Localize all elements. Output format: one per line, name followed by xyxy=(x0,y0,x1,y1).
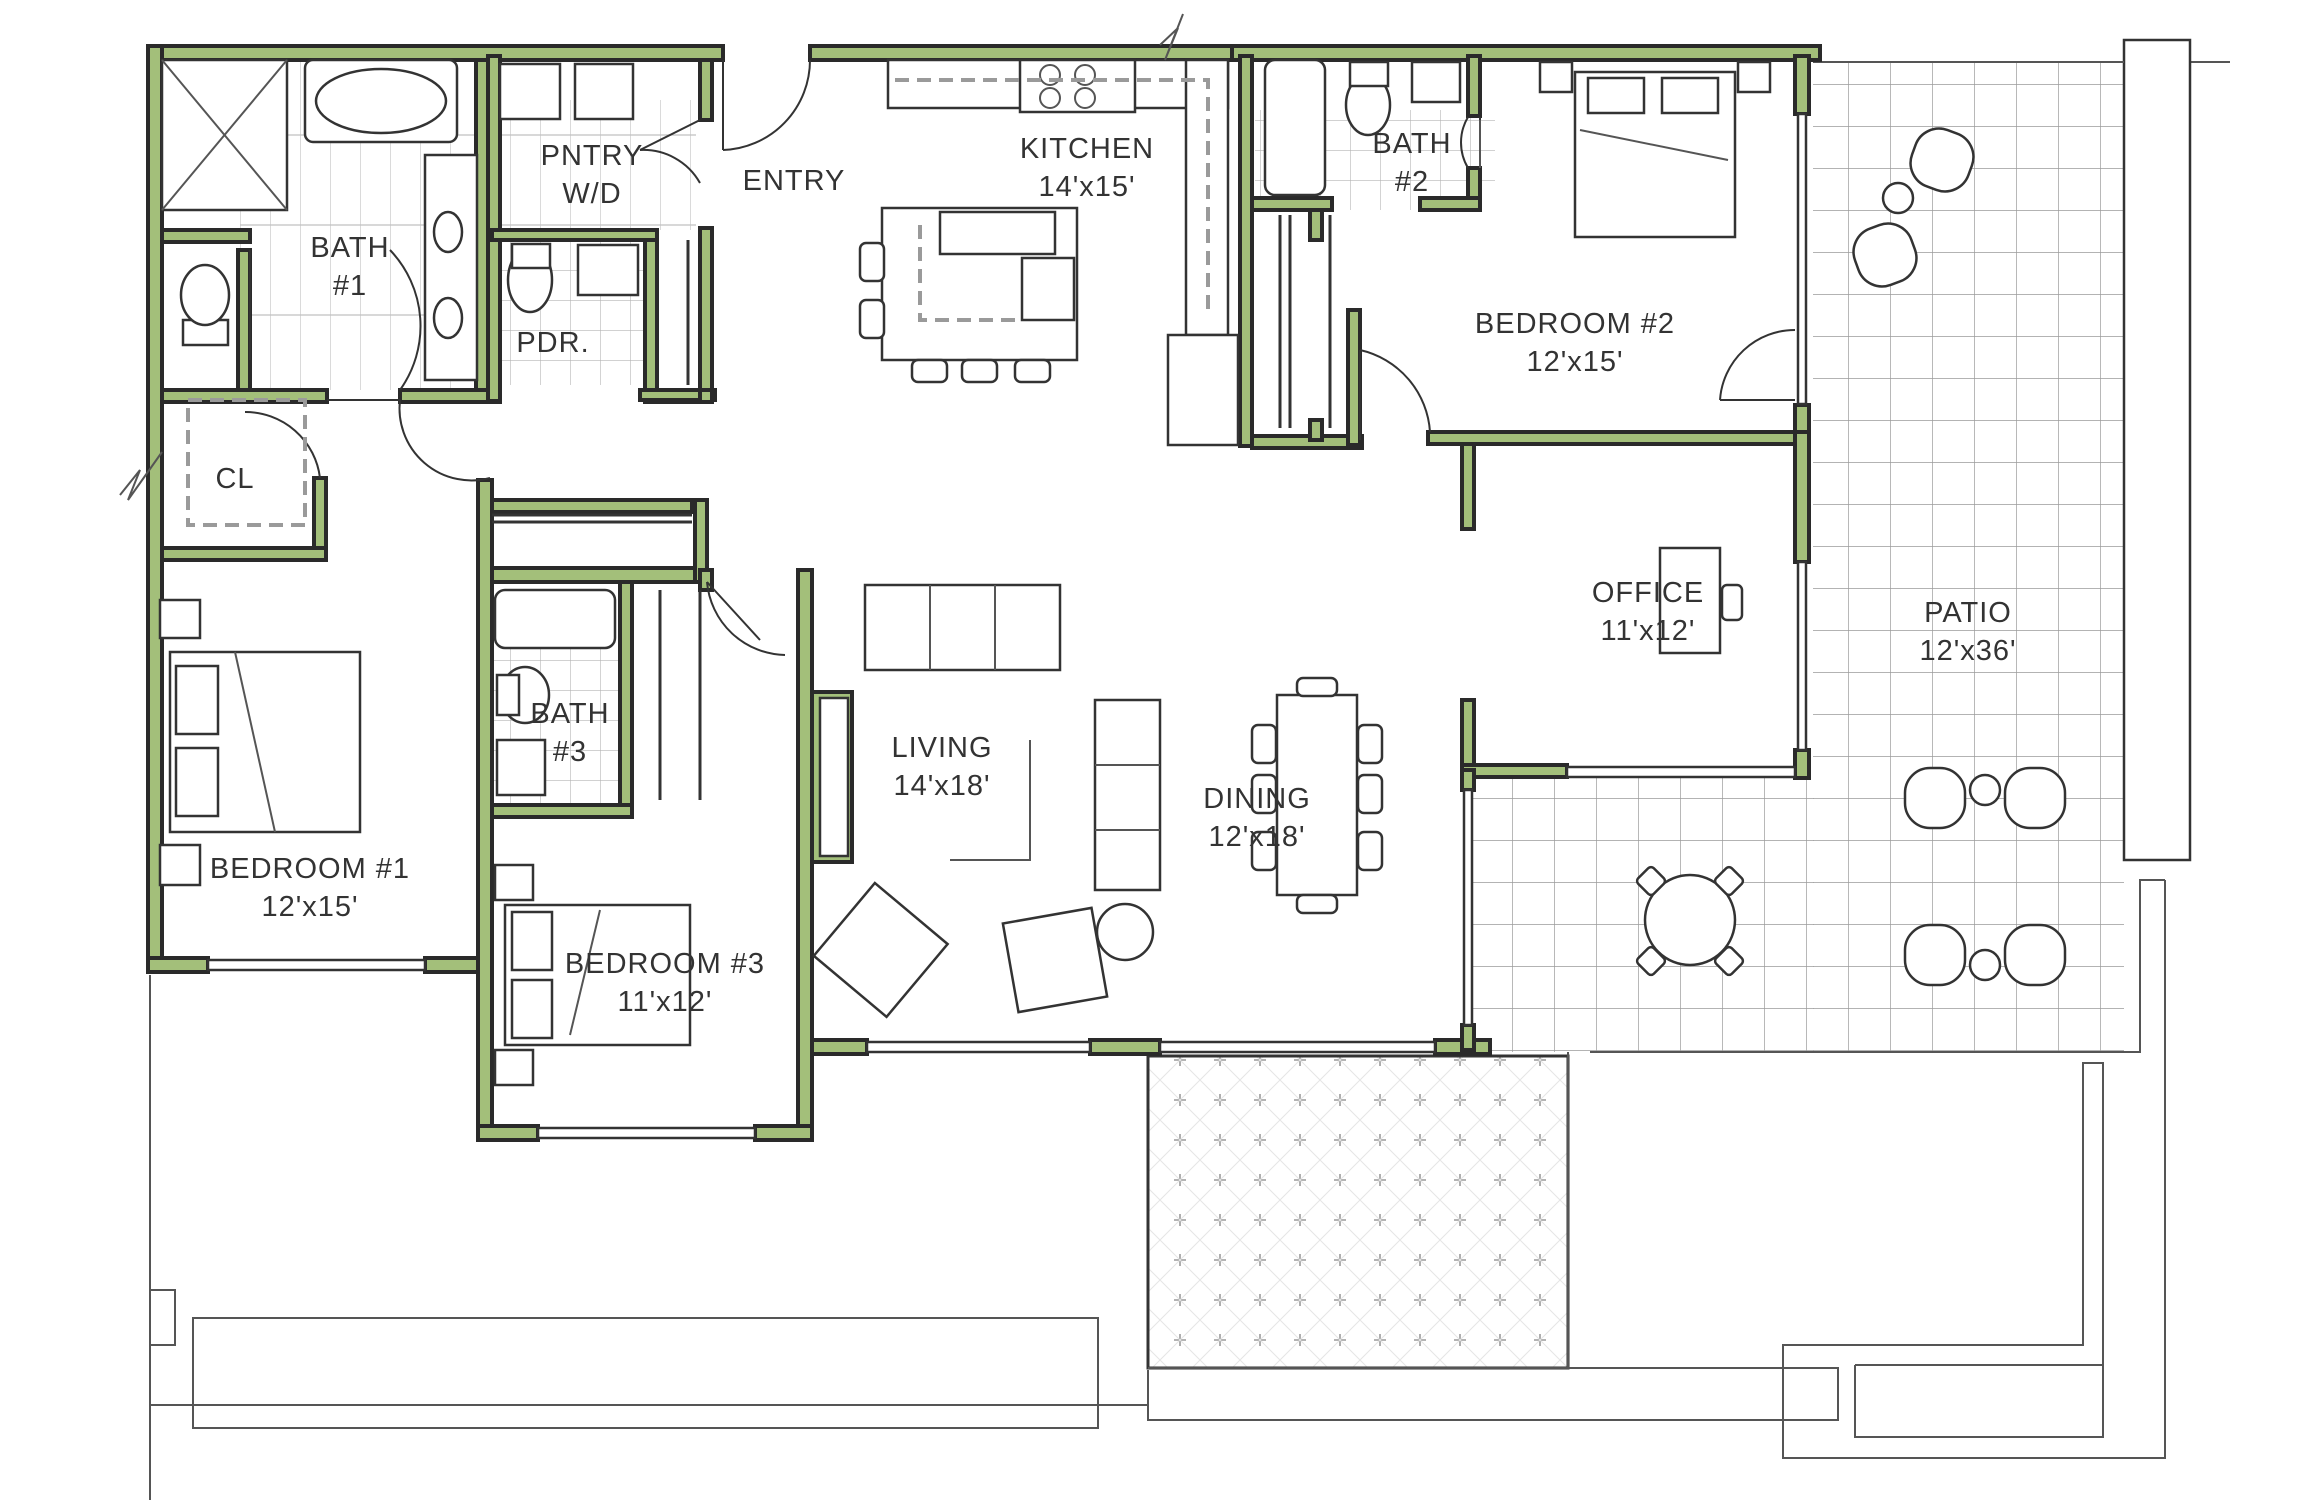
living-label: LIVING xyxy=(891,732,992,764)
bath1-label: BATH xyxy=(310,232,389,264)
bath3-number: #3 xyxy=(553,736,587,768)
paver-courtyard xyxy=(1146,1054,1570,1370)
entry-label: ENTRY xyxy=(743,165,846,197)
closet-label: CL xyxy=(215,463,254,495)
fixtures xyxy=(158,58,2067,1087)
powder-label: PDR. xyxy=(516,327,589,359)
room-labels: ENTRY KITCHEN 14'x15' PNTRY W/D BATH #1 … xyxy=(210,128,2016,1018)
pantry-label: PNTRY xyxy=(541,140,644,172)
kitchen-label: KITCHEN xyxy=(1020,133,1154,165)
office-label: OFFICE xyxy=(1592,577,1704,609)
desk xyxy=(1658,546,1722,655)
sofa xyxy=(863,583,1062,672)
kitchen-size: 14'x15' xyxy=(1038,171,1135,203)
patio-size: 12'x36' xyxy=(1919,635,2016,667)
loveseat xyxy=(1093,698,1162,892)
windows xyxy=(206,112,1808,1140)
patio-tile-floor xyxy=(1813,62,2124,1052)
bedroom3-label: BEDROOM #3 xyxy=(565,948,765,980)
pantry-size: W/D xyxy=(562,178,621,210)
site-lines xyxy=(149,38,2230,1500)
living-size: 14'x18' xyxy=(893,770,990,802)
bath1-number: #1 xyxy=(333,270,367,302)
bedroom2-size: 12'x15' xyxy=(1526,346,1623,378)
bedroom1-size: 12'x15' xyxy=(261,891,358,923)
dining-label: DINING xyxy=(1203,783,1311,815)
bath2-number: #2 xyxy=(1395,166,1429,198)
patio-tile-floor-lower xyxy=(1472,770,1814,1052)
dining-size: 12'x18' xyxy=(1208,821,1305,853)
office-size: 11'x12' xyxy=(1601,615,1696,647)
patio-label: PATIO xyxy=(1924,597,2012,629)
break-lines xyxy=(119,13,1184,501)
pantry-floor xyxy=(496,100,696,230)
bedroom1-label: BEDROOM #1 xyxy=(210,853,410,885)
bedroom3-size: 11'x12' xyxy=(618,986,713,1018)
bath2-label: BATH xyxy=(1372,128,1451,160)
bath3-label: BATH xyxy=(530,698,609,730)
bedroom2-label: BEDROOM #2 xyxy=(1475,308,1675,340)
